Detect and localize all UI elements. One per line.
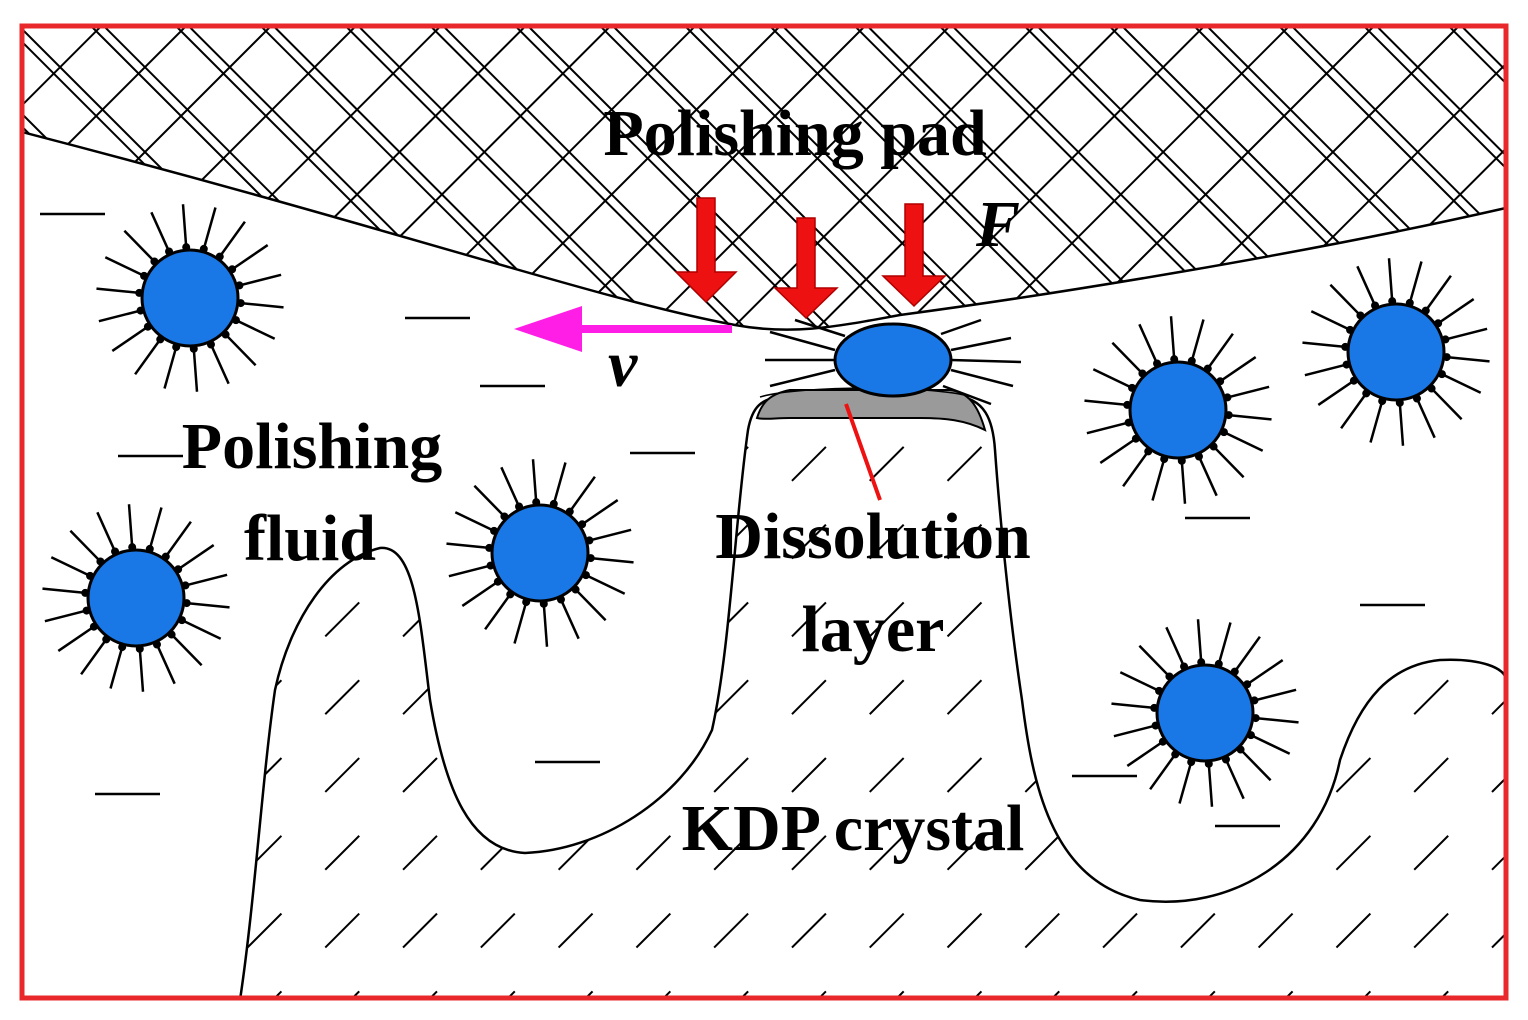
label-kdp-crystal: KDP crystal bbox=[682, 792, 1025, 865]
label-velocity: v bbox=[608, 328, 638, 401]
force-arrow-1 bbox=[674, 197, 738, 304]
fluid-dashes bbox=[40, 212, 1425, 828]
abrasive-particle bbox=[1084, 316, 1272, 504]
force-arrow-2 bbox=[773, 217, 839, 320]
label-dissolution-line2: layer bbox=[802, 593, 945, 666]
abrasive-particle bbox=[1302, 258, 1490, 446]
label-force: F bbox=[975, 188, 1020, 261]
abrasive-particle bbox=[42, 504, 230, 692]
diagram-frame bbox=[19, 23, 1509, 1001]
force-arrows bbox=[674, 197, 947, 320]
compressed-particle bbox=[765, 318, 1022, 406]
label-polishing-pad: Polishing pad bbox=[603, 97, 986, 170]
polishing-pad bbox=[24, 28, 1504, 330]
velocity-arrow bbox=[514, 306, 732, 352]
pad-surface-line bbox=[24, 131, 1504, 331]
label-dissolution-line1: Dissolution bbox=[715, 500, 1030, 573]
label-polishing-fluid-line1: Polishing bbox=[182, 410, 442, 483]
kdp-crystal bbox=[239, 394, 1504, 996]
abrasive-particle bbox=[96, 204, 284, 392]
dissolution-leader-line bbox=[844, 403, 882, 501]
label-polishing-fluid-line2: fluid bbox=[244, 502, 376, 575]
abrasive-particle bbox=[446, 459, 634, 647]
abrasive-particle bbox=[1111, 619, 1299, 807]
abrasive-particles bbox=[42, 204, 1490, 807]
force-arrow-3 bbox=[881, 203, 947, 308]
